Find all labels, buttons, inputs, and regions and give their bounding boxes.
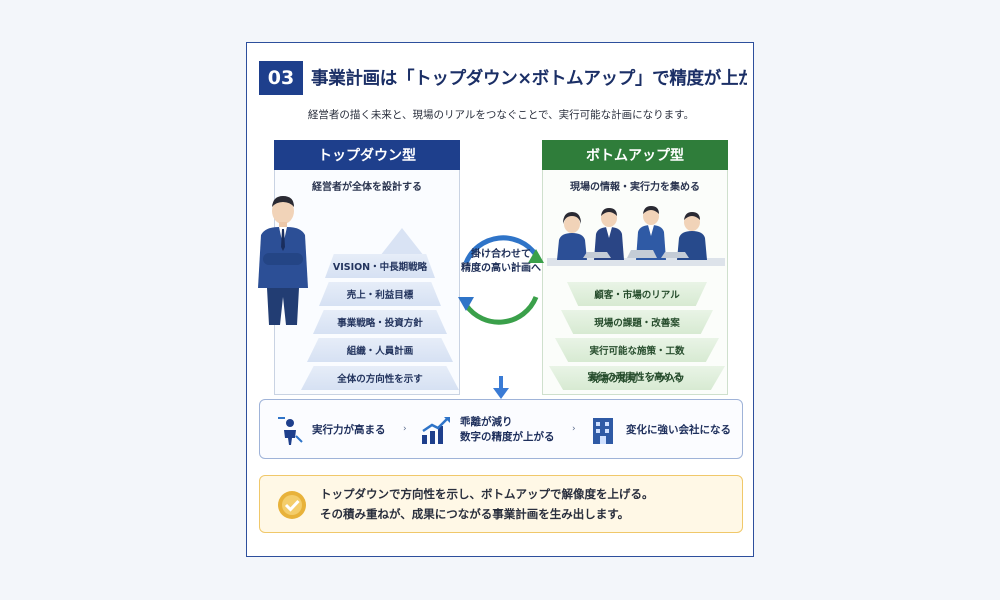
benefit-item: 乖離が減り 数字の精度が上がる (420, 400, 555, 460)
bottom-up-tier: 現場の課題・改善案 (561, 310, 713, 334)
top-down-tier: 売上・利益目標 (319, 282, 441, 306)
bottom-up-tier: 現場の知見・ノウハウ (549, 366, 725, 390)
top-down-tier: 組織・人員計画 (307, 338, 453, 362)
benefit-text: 変化に強い会社になる (626, 423, 731, 436)
benefit-text: 乖離が減り 数字の精度が上がる (460, 415, 555, 445)
bottom-up-caption: 現場の情報・実行力を集める (570, 182, 700, 193)
page-title: 事業計画は「トップダウン×ボトムアップ」で精度が上がる (311, 69, 747, 89)
bottom-up-panel: ボトムアップ型 現場の情報・実行力を集める (542, 140, 728, 395)
top-down-tier: 全体の方向性を示す (301, 366, 459, 390)
person-target-icon (278, 417, 303, 445)
pyramid-apex (380, 228, 424, 256)
combine-label-line2: 精度の高い計画へ (461, 263, 541, 274)
summary-line-1: トップダウンで方向性を示し、ボトムアップで解像度を上げる。 (320, 487, 654, 501)
cycle-arrows-icon (458, 235, 544, 325)
benefit-item: 変化に強い会社になる (590, 400, 731, 460)
combine-label-line1: 掛け合わせて (471, 249, 531, 260)
chevron-right-icon: › (572, 424, 576, 434)
benefit-item: 実行力が高まる (276, 400, 386, 460)
summary-line-2: その積み重ねが、成果につながる事業計画を生み出します。 (320, 507, 630, 521)
team-meeting-illustration (547, 206, 725, 266)
section-number-badge: 03 (259, 61, 303, 95)
bottom-up-tier: 顧客・市場のリアル (567, 282, 707, 306)
bottom-up-header: ボトムアップ型 (542, 140, 728, 170)
benefit-text-line2: 数字の精度が上がる (460, 431, 555, 443)
bottom-up-body: 現場の情報・実行力を集める (542, 170, 728, 395)
infographic-card: 03 事業計画は「トップダウン×ボトムアップ」で精度が上がる 経営者の描く未来と… (246, 42, 754, 557)
bottom-up-tier: 実行可能な施策・工数 (555, 338, 719, 362)
benefits-row: 実行力が高まる › 乖離が減り 数字の精度が上がる › (259, 399, 743, 459)
executive-illustration (258, 196, 308, 325)
top-down-tier: 事業戦略・投資方針 (313, 310, 447, 334)
summary-box: トップダウンで方向性を示し、ボトムアップで解像度を上げる。 その積み重ねが、成果… (259, 475, 743, 533)
benefit-text-line1: 乖離が減り (460, 416, 513, 428)
check-badge-icon (278, 491, 306, 519)
top-down-header: トップダウン型 (274, 140, 460, 170)
building-icon (593, 418, 613, 444)
top-down-tier: VISION・中長期戦略 (325, 254, 435, 278)
combine-label: 掛け合わせて 精度の高い計画へ (460, 248, 542, 276)
bottom-up-tier: 実行の現実性を高める (587, 372, 683, 383)
down-arrow-icon (493, 376, 509, 399)
growth-chart-icon (422, 417, 450, 444)
page-subtitle: 経営者の描く未来と、現場のリアルをつなぐことで、実行可能な計画になります。 (307, 109, 695, 121)
top-down-caption: 経営者が全体を設計する (312, 182, 422, 193)
chevron-right-icon: › (403, 424, 407, 434)
benefit-text: 実行力が高まる (312, 423, 386, 436)
